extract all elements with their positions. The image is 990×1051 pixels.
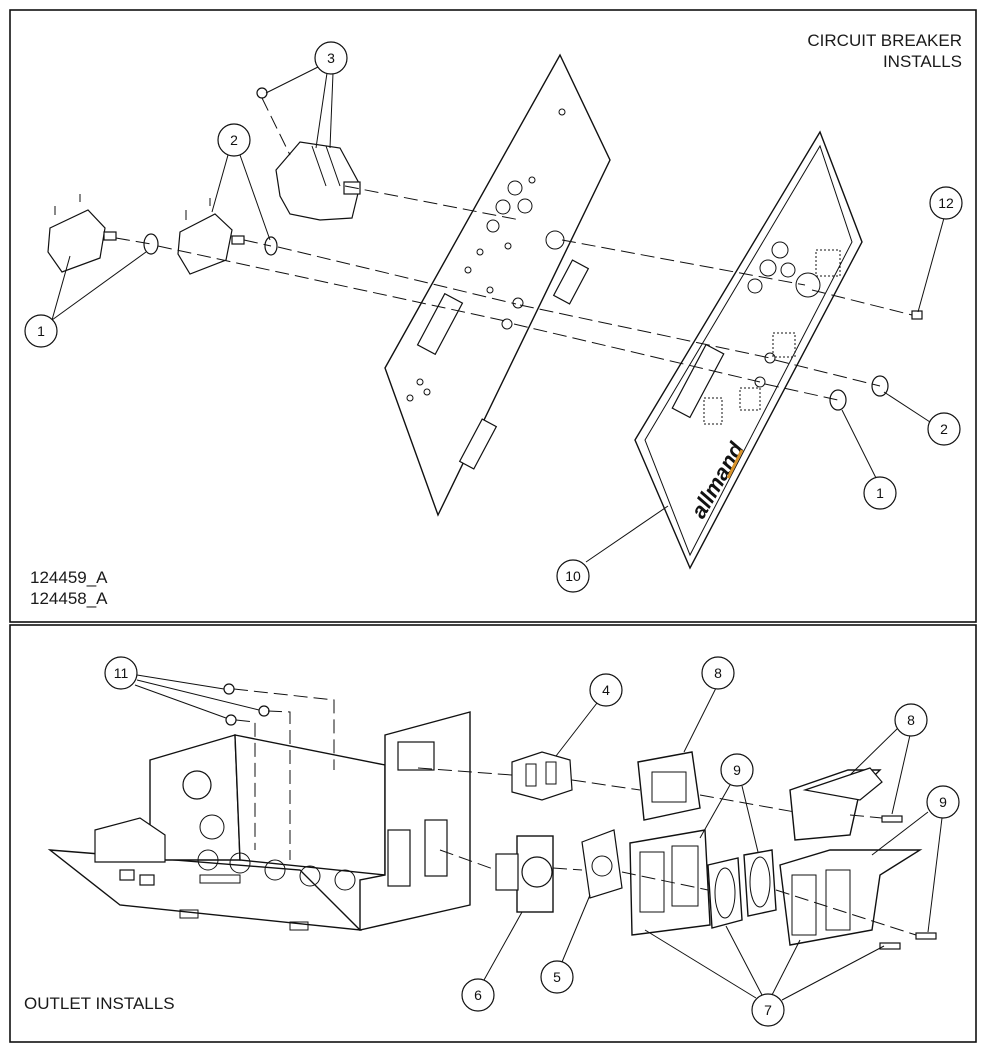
- callout-11: 11: [104, 656, 260, 719]
- screw-3: [256, 87, 268, 99]
- svg-text:8: 8: [714, 665, 722, 681]
- breaker-plate: [384, 53, 611, 517]
- callout-2b: 2: [883, 391, 961, 446]
- callout-10: 10: [556, 505, 669, 593]
- top-panel-title: CIRCUIT BREAKER INSTALLS: [807, 30, 962, 72]
- svg-text:5: 5: [553, 969, 561, 985]
- screw-11b: [258, 705, 270, 717]
- bottom-panel-title: OUTLET INSTALLS: [24, 994, 175, 1013]
- top-panel-border: [9, 9, 977, 623]
- circuit-breaker-small-1: [47, 194, 117, 273]
- svg-text:3: 3: [327, 50, 335, 66]
- screw-11a: [223, 683, 235, 695]
- circuit-breaker-small-2: [177, 198, 245, 275]
- screw-8: [881, 815, 903, 823]
- callout-8b: 8: [849, 703, 928, 815]
- svg-text:2: 2: [230, 132, 238, 148]
- callout-5: 5: [540, 894, 591, 994]
- svg-text:8: 8: [907, 712, 915, 728]
- svg-text:9: 9: [939, 794, 947, 810]
- svg-text:7: 7: [764, 1002, 772, 1018]
- gasket-9a: [707, 857, 743, 929]
- svg-text:10: 10: [565, 568, 581, 584]
- receptacle-5: [581, 829, 623, 899]
- screw-9a: [915, 932, 937, 940]
- svg-text:1: 1: [876, 485, 884, 501]
- top-panel-title-line2: INSTALLS: [882, 52, 962, 71]
- svg-text:12: 12: [938, 195, 954, 211]
- callout-12: 12: [917, 186, 963, 313]
- ring-1: [829, 389, 847, 411]
- callout-9a: 9: [699, 753, 759, 853]
- callout-8a: 8: [683, 656, 735, 753]
- outlet-4: [511, 751, 573, 801]
- callout-2a: 2: [211, 123, 271, 241]
- screw-11c: [225, 714, 237, 726]
- callout-1b: 1: [841, 409, 897, 510]
- doc-number-2: 124458_A: [30, 589, 108, 608]
- svg-text:4: 4: [602, 682, 610, 698]
- callout-7: 7: [644, 925, 885, 1027]
- outlet-cover-8: [789, 767, 883, 841]
- screw-7: [879, 942, 901, 950]
- outlet-enclosure: [47, 711, 471, 931]
- top-panel-title-line1: CIRCUIT BREAKER: [807, 31, 962, 50]
- gasket-9b: [743, 849, 777, 917]
- doc-numbers: 124459_A 124458_A: [30, 567, 108, 609]
- svg-text:6: 6: [474, 987, 482, 1003]
- svg-text:1: 1: [37, 323, 45, 339]
- nut-1: [143, 233, 159, 255]
- svg-text:2: 2: [940, 421, 948, 437]
- outlet-plate-8: [637, 751, 701, 821]
- callout-9b: 9: [871, 785, 960, 933]
- svg-text:11: 11: [114, 665, 129, 681]
- circuit-breaker-triple: [275, 141, 361, 221]
- callout-6: 6: [461, 911, 523, 1012]
- svg-text:9: 9: [733, 762, 741, 778]
- callout-3: 3: [265, 41, 348, 149]
- doc-number-1: 124459_A: [30, 568, 108, 587]
- outlet-cover-double: [779, 849, 923, 946]
- screw-12: [911, 310, 923, 320]
- bottom-panel-border: [9, 624, 977, 1043]
- callout-1a: 1: [24, 251, 147, 348]
- receptacle-6: [495, 835, 554, 913]
- callout-4: 4: [555, 673, 623, 757]
- decal-panel: allmand: [634, 130, 863, 570]
